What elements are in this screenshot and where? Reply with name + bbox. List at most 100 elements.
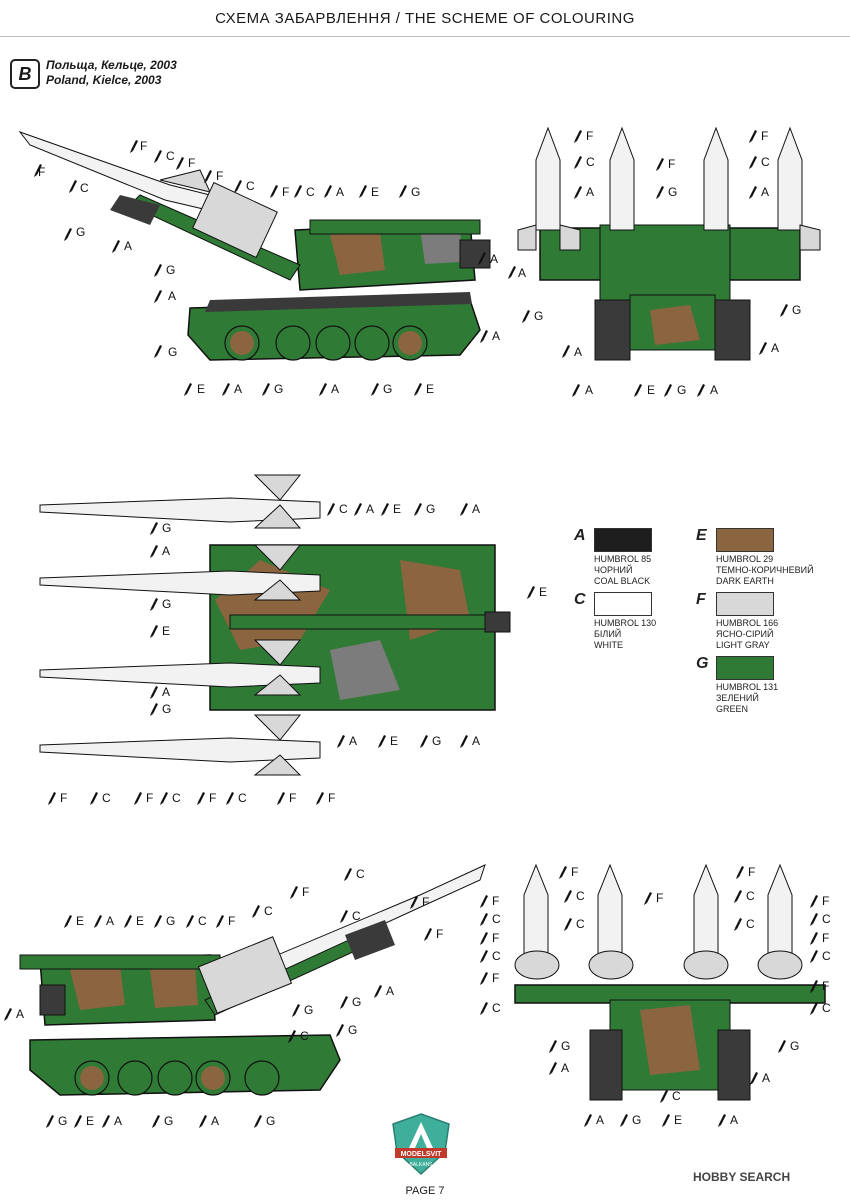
callout-f: F <box>209 791 216 805</box>
callout-c: C <box>746 889 755 903</box>
callout-f: F <box>822 931 829 945</box>
legend-c-name3: WHITE <box>594 640 623 650</box>
modelsvit-logo: MODELSVIT BALKANS <box>392 1113 450 1176</box>
callout-a: A <box>162 685 170 699</box>
legend-g-name1: HUMBROL 131 <box>716 682 779 692</box>
scheme-badge: B <box>10 59 40 89</box>
callout-g: G <box>411 185 420 199</box>
callout-g: G <box>162 521 171 535</box>
callout-f: F <box>60 791 67 805</box>
callout-e: E <box>76 914 84 928</box>
callout-a: A <box>124 239 132 253</box>
legend-a-code: A <box>574 527 586 544</box>
callout-f: F <box>188 156 195 170</box>
callout-c: C <box>306 185 315 199</box>
swatch-f <box>716 592 774 616</box>
callout-g: G <box>792 303 801 317</box>
callout-c: C <box>576 917 585 931</box>
callout-a: A <box>211 1114 219 1128</box>
location-english: Poland, Kielce, 2003 <box>46 73 162 87</box>
callout-a: A <box>106 914 114 928</box>
callout-g: G <box>668 185 677 199</box>
callout-a: A <box>518 266 526 280</box>
callout-f: F <box>328 791 335 805</box>
callout-g: G <box>383 382 392 396</box>
callout-e: E <box>390 734 398 748</box>
legend-g-name2: ЗЕЛЕНИЙ <box>716 693 759 703</box>
callout-e: E <box>136 914 144 928</box>
callout-a: A <box>386 984 394 998</box>
callout-a: A <box>762 1071 770 1085</box>
callout-g: G <box>426 502 435 516</box>
callout-g: G <box>168 345 177 359</box>
callout-a: A <box>574 345 582 359</box>
callout-c: C <box>339 502 348 516</box>
callout-e: E <box>647 383 655 397</box>
callout-f: F <box>302 885 309 899</box>
view-left-side <box>18 130 491 361</box>
callout-f: F <box>146 791 153 805</box>
callout-c: C <box>300 1029 309 1043</box>
callout-c: C <box>492 949 501 963</box>
logo-text-2: BALKANS <box>409 1162 433 1168</box>
callout-g: G <box>432 734 441 748</box>
callout-e: E <box>393 502 401 516</box>
callout-a: A <box>162 544 170 558</box>
callout-g: G <box>166 263 175 277</box>
callout-g: G <box>162 597 171 611</box>
callout-f: F <box>282 185 289 199</box>
location-ukrainian: Польща, Кельце, 2003 <box>46 58 177 72</box>
callout-g: G <box>76 225 85 239</box>
callout-f: F <box>656 891 663 905</box>
callout-f: F <box>748 865 755 879</box>
callout-c: C <box>102 791 111 805</box>
callout-f: F <box>216 169 223 183</box>
callout-e: E <box>674 1113 682 1127</box>
callout-g: G <box>166 914 175 928</box>
callout-c: C <box>576 889 585 903</box>
callout-f: F <box>586 129 593 143</box>
callout-c: C <box>822 1001 831 1015</box>
legend-f-name3: LIGHT GRAY <box>716 640 770 650</box>
callout-c: C <box>672 1089 681 1103</box>
swatch-a <box>594 528 652 552</box>
callout-f: F <box>436 927 443 941</box>
legend-c-name2: БІЛИЙ <box>594 629 622 639</box>
callout-e: E <box>539 585 547 599</box>
page-number: PAGE 7 <box>405 1185 445 1197</box>
callout-f: F <box>422 895 429 909</box>
callout-f: F <box>571 865 578 879</box>
callout-a: A <box>730 1113 738 1127</box>
callout-a: A <box>561 1061 569 1075</box>
callout-f: F <box>492 894 499 908</box>
callout-g: G <box>304 1003 313 1017</box>
callout-g: G <box>266 1114 275 1128</box>
callout-a: A <box>114 1114 122 1128</box>
view-front <box>514 863 826 1101</box>
callout-f: F <box>822 979 829 993</box>
callout-g: G <box>58 1114 67 1128</box>
callout-c: C <box>264 904 273 918</box>
callout-c: C <box>761 155 770 169</box>
callout-g: G <box>164 1114 173 1128</box>
callout-c: C <box>822 912 831 926</box>
callout-c: C <box>746 917 755 931</box>
callout-f: F <box>492 971 499 985</box>
legend-c-code: C <box>574 591 586 608</box>
callout-e: E <box>426 382 434 396</box>
callout-f: F <box>228 914 235 928</box>
callout-g: G <box>274 382 283 396</box>
legend-e-name1: HUMBROL 29 <box>716 554 774 564</box>
logo-text-1: MODELSVIT <box>401 1151 443 1158</box>
callout-a: A <box>336 185 344 199</box>
callout-g: G <box>632 1113 641 1127</box>
callout-e: E <box>197 382 205 396</box>
callout-g: G <box>677 383 686 397</box>
callout-a: A <box>366 502 374 516</box>
legend-e-code: E <box>696 527 707 544</box>
callout-a: A <box>490 252 498 266</box>
legend-a-name3: COAL BLACK <box>594 576 651 586</box>
callout-a: A <box>596 1113 604 1127</box>
